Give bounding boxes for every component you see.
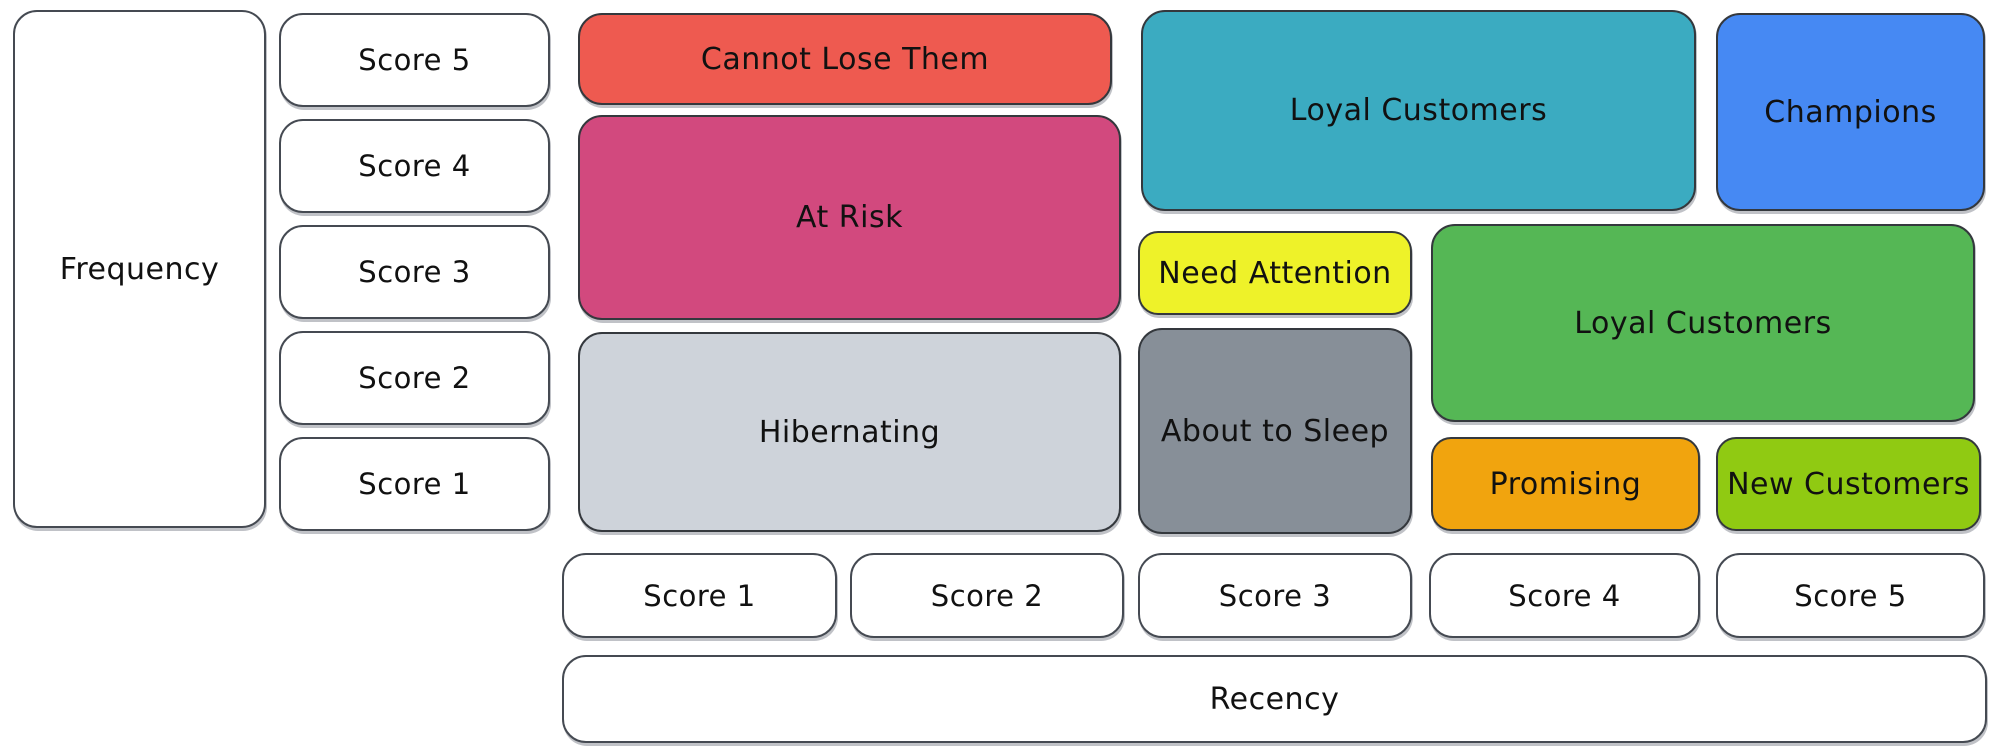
segment-loyal-customers-lower: Loyal Customers [1431,224,1975,422]
recency-score-3-label: Score 3 [1218,578,1332,613]
segment-hibernating: Hibernating [578,332,1121,532]
recency-score-5: Score 5 [1716,553,1985,638]
segment-need-attention-label: Need Attention [1158,255,1392,291]
frequency-score-5: Score 5 [279,13,550,107]
segment-at-risk-label: At Risk [796,200,903,235]
frequency-score-4-label: Score 4 [358,149,471,183]
segment-about-to-sleep: About to Sleep [1138,328,1412,534]
segment-loyal-customers-upper: Loyal Customers [1141,10,1696,211]
segment-at-risk: At Risk [578,115,1121,320]
segment-new-customers-label: New Customers [1727,466,1970,502]
recency-score-4: Score 4 [1429,553,1700,638]
recency-score-3: Score 3 [1138,553,1412,638]
segment-promising: Promising [1431,437,1700,531]
frequency-score-2-label: Score 2 [358,361,471,395]
segment-champions-label: Champions [1764,94,1937,130]
recency-score-1-label: Score 1 [643,578,756,613]
segment-loyal-customers-upper-label: Loyal Customers [1289,93,1548,128]
frequency-axis-box: Frequency [13,10,266,528]
segment-champions: Champions [1716,13,1985,211]
segment-about-to-sleep-label: About to Sleep [1160,413,1390,449]
segment-promising-label: Promising [1489,466,1642,502]
frequency-score-5-label: Score 5 [358,43,471,77]
recency-axis-box: Recency [562,655,1987,743]
frequency-axis-label: Frequency [59,251,220,287]
recency-score-4-label: Score 4 [1508,578,1621,613]
recency-axis-label: Recency [1209,681,1340,717]
frequency-score-1-label: Score 1 [358,467,471,501]
segment-loyal-customers-lower-label: Loyal Customers [1574,305,1832,341]
segment-hibernating-label: Hibernating [758,414,941,450]
segment-new-customers: New Customers [1716,437,1981,531]
frequency-score-2: Score 2 [279,331,550,425]
segment-cannot-lose-them: Cannot Lose Them [578,13,1112,105]
segment-cannot-lose-them-label: Cannot Lose Them [700,41,990,77]
frequency-score-3: Score 3 [279,225,550,319]
recency-score-2-label: Score 2 [930,578,1044,613]
frequency-score-4: Score 4 [279,119,550,213]
recency-score-1: Score 1 [562,553,837,638]
recency-score-2: Score 2 [850,553,1124,638]
segment-need-attention: Need Attention [1138,231,1412,315]
frequency-score-1: Score 1 [279,437,550,531]
recency-score-5-label: Score 5 [1794,578,1907,613]
frequency-score-3-label: Score 3 [358,255,471,289]
